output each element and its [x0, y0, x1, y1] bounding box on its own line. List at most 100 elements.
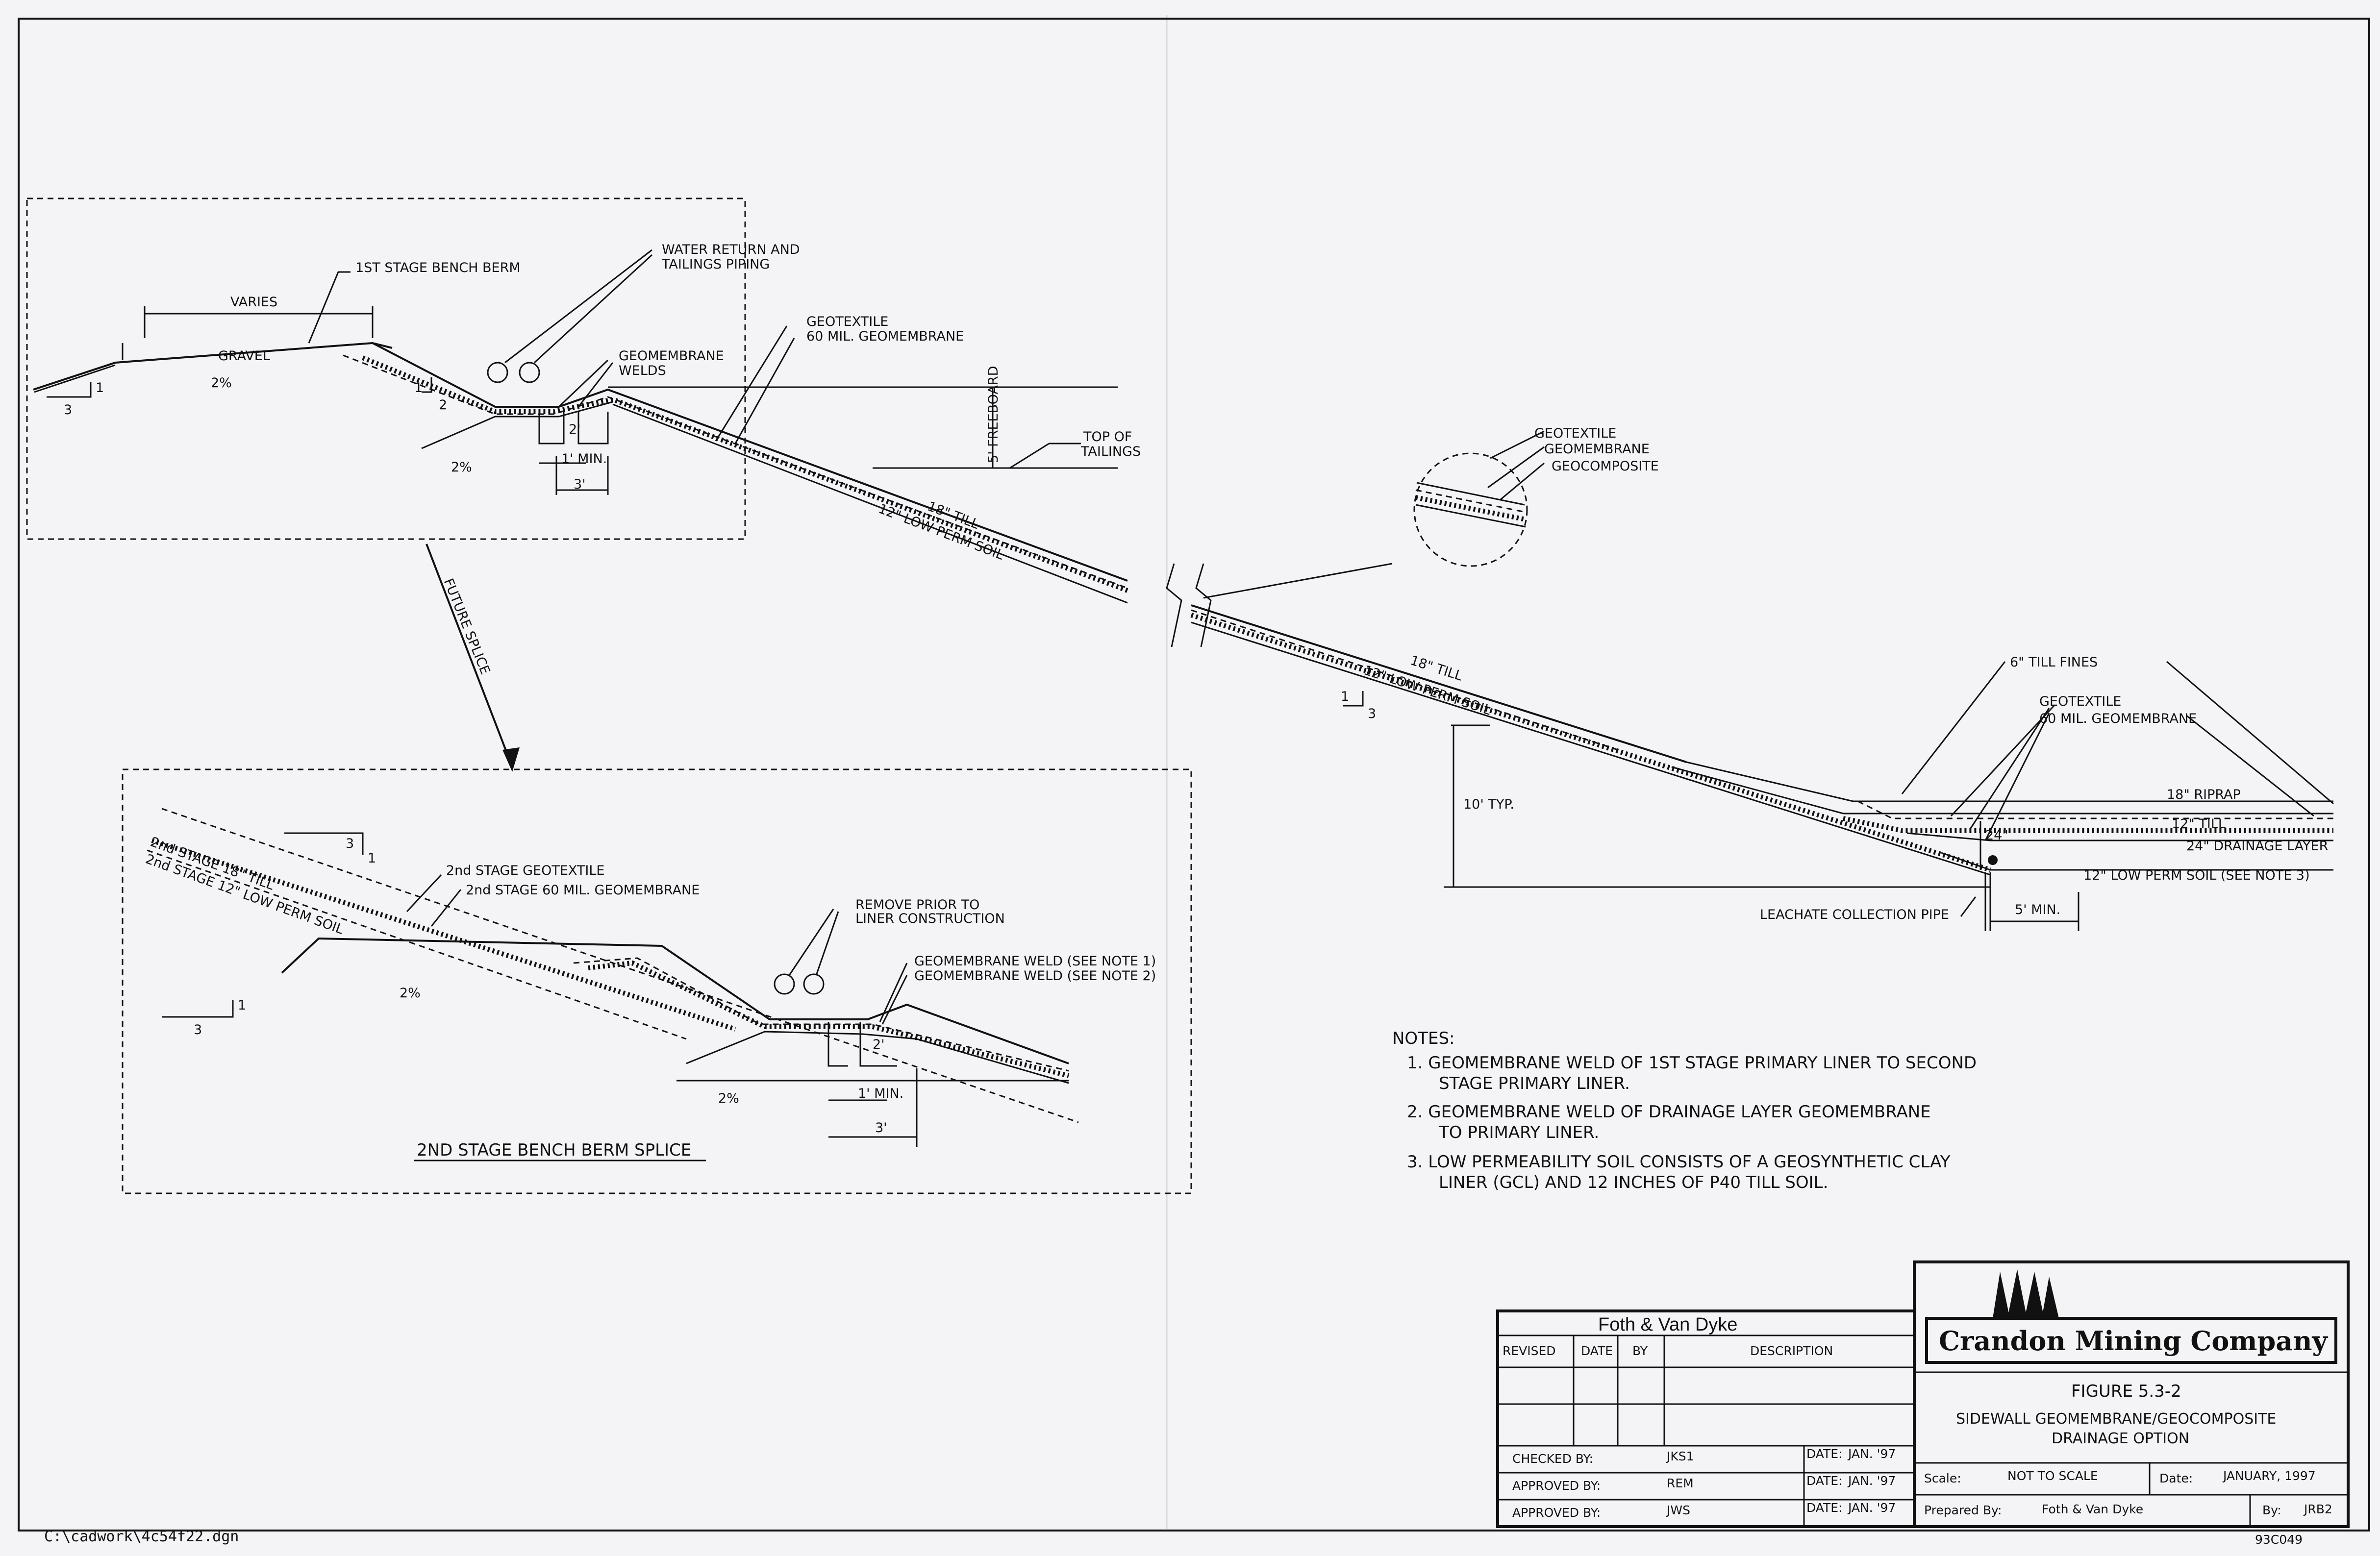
ratio-3-label: 3: [64, 402, 72, 418]
toe-geomembrane-label: 60 MIL. GEOMEMBRANE: [2039, 711, 2197, 726]
col-date: DATE: [1581, 1344, 1613, 1358]
sheet-border: [18, 18, 2370, 1531]
approved-date-label-1: DATE:: [1806, 1474, 1842, 1488]
top-tailings-label-1: TOP OF: [1083, 429, 1132, 445]
ratio-1-label: 1: [96, 380, 104, 395]
remove-prior-label-1: REMOVE PRIOR TO: [855, 897, 979, 913]
figure-title-2: DRAINAGE OPTION: [2052, 1430, 2189, 1447]
figure-title-1: SIDEWALL GEOMEMBRANE/GEOCOMPOSITE: [1956, 1410, 2276, 1428]
slope-2pct-lower-label: 2%: [451, 460, 472, 475]
welds-label-1: GEOMEMBRANE: [619, 348, 724, 364]
approved-by-value-1: REM: [1667, 1476, 1694, 1490]
note-1b: STAGE PRIMARY LINER.: [1439, 1074, 1630, 1093]
splice-dim-2: 2': [873, 1037, 885, 1052]
checked-by-value: JKS1: [1666, 1449, 1694, 1463]
ratio-2-label: 2: [439, 397, 447, 413]
leachate-label: LEACHATE COLLECTION PIPE: [1760, 907, 1949, 922]
bench-berm-label: 1ST STAGE BENCH BERM: [355, 260, 521, 275]
toe-geotextile-label: GEOTEXTILE: [2039, 694, 2121, 709]
varies-label: VARIES: [230, 295, 277, 310]
checked-date-value: JAN. '97: [1847, 1447, 1896, 1461]
water-return-label-2: TAILINGS PIPING: [661, 257, 770, 272]
ratio-3-main: 3: [1368, 706, 1376, 721]
ratio-1b-label: 1: [414, 380, 423, 395]
approved-by-label-2: APPROVED BY:: [1512, 1506, 1601, 1520]
toe-detail-geometry: [1444, 661, 2334, 931]
scale-label: Scale:: [1924, 1471, 1961, 1485]
min5-label: 5' MIN.: [2015, 902, 2060, 917]
typ-label: 10' TYP.: [1463, 797, 1514, 812]
circle-detail-layers: [1203, 430, 1545, 599]
future-splice-arrow: [426, 543, 513, 767]
note-2b: TO PRIMARY LINER.: [1438, 1123, 1599, 1142]
splice-geomembrane-label: 2nd STAGE 60 MIL. GEOMEMBRANE: [466, 883, 700, 898]
riprap-label: 18" RIPRAP: [2167, 787, 2241, 802]
col-description: DESCRIPTION: [1750, 1344, 1833, 1358]
till-12-label: 12" TILL: [2172, 816, 2226, 832]
company-logo: [1993, 1269, 2059, 1318]
circle-geocomposite: GEOCOMPOSITE: [1552, 459, 1659, 474]
approved-by-label-1: APPROVED BY:: [1512, 1479, 1601, 1493]
firm-name: Foth & Van Dyke: [1598, 1314, 1737, 1335]
splice-slope-2pct: 2%: [400, 986, 421, 1001]
freeboard-label: 5' FREEBOARD: [986, 366, 1001, 463]
by-label: By:: [2262, 1503, 2281, 1517]
top-detail-frame: [26, 198, 746, 540]
future-splice-arrowhead: [502, 747, 520, 772]
splice-ratio-3: 3: [346, 836, 354, 851]
splice-dim-3: 3': [875, 1120, 887, 1136]
main-slope-lower: [1166, 563, 1991, 876]
by-value: JRB2: [2303, 1502, 2332, 1516]
dim-3-label: 3': [574, 477, 586, 492]
dim-24-label: 24": [1985, 828, 2008, 843]
geomembrane-label: 60 MIL. GEOMEMBRANE: [806, 329, 964, 344]
note-3b: LINER (GCL) AND 12 INCHES OF P40 TILL SO…: [1439, 1173, 1828, 1192]
ratio-1-main: 1: [1341, 689, 1349, 704]
notes-block: NOTES: 1. GEOMEMBRANE WELD OF 1ST STAGE …: [1392, 1029, 1977, 1192]
circle-detail: [1413, 452, 1528, 567]
geotextile-label: GEOTEXTILE: [806, 314, 888, 329]
top-detail-geometry: [33, 249, 1128, 604]
col-revised: REVISED: [1503, 1344, 1556, 1358]
splice-ratio-1: 1: [368, 851, 376, 866]
date2-value: JANUARY, 1997: [2222, 1469, 2316, 1483]
drawing-number: 93C049: [2255, 1532, 2303, 1547]
splice-detail-frame: [122, 768, 1192, 1194]
scale-value: NOT TO SCALE: [2007, 1469, 2098, 1483]
splice-geotextile-label: 2nd STAGE GEOTEXTILE: [446, 863, 604, 878]
prepared-value: Foth & Van Dyke: [2042, 1502, 2143, 1516]
file-path: C:\cadwork\4c54f22.dgn: [44, 1528, 239, 1545]
checked-date-label: DATE:: [1806, 1447, 1842, 1461]
title-block: [1496, 1260, 2350, 1528]
approved-date-label-2: DATE:: [1806, 1501, 1842, 1515]
approved-date-value-1: JAN. '97: [1847, 1474, 1896, 1488]
slope-2pct-label: 2%: [211, 375, 232, 391]
remove-prior-label-2: LINER CONSTRUCTION: [855, 911, 1005, 926]
future-splice-label: FUTURE SPLICE: [441, 576, 493, 677]
splice-detail-geometry: [147, 808, 1079, 1161]
splice-ratio-1b: 1: [238, 998, 246, 1013]
splice-title: 2ND STAGE BENCH BERM SPLICE: [417, 1140, 691, 1160]
drainage-label: 24" DRAINAGE LAYER: [2186, 839, 2328, 854]
note-3a: 3. LOW PERMEABILITY SOIL CONSISTS OF A G…: [1407, 1152, 1951, 1172]
till-fines-label: 6" TILL FINES: [2010, 655, 2098, 670]
dim-1min-label: 1' MIN.: [561, 451, 607, 467]
date2-label: Date:: [2159, 1471, 2193, 1485]
gravel-label: GRAVEL: [218, 348, 270, 364]
circle-geotextile: GEOTEXTILE: [1534, 426, 1616, 441]
splice-ratio-3b: 3: [194, 1022, 202, 1037]
weld-note1-label: GEOMEMBRANE WELD (SEE NOTE 1): [914, 954, 1156, 969]
figure-number: FIGURE 5.3-2: [2071, 1382, 2181, 1401]
water-return-label-1: WATER RETURN AND: [662, 242, 800, 257]
notes-heading: NOTES:: [1392, 1029, 1454, 1048]
note-2a: 2. GEOMEMBRANE WELD OF DRAINAGE LAYER GE…: [1407, 1102, 1931, 1122]
company-name: Crandon Mining Company: [1939, 1325, 2329, 1357]
approved-by-value-2: JWS: [1666, 1503, 1690, 1517]
checked-by-label: CHECKED BY:: [1512, 1452, 1593, 1466]
col-by: BY: [1632, 1344, 1648, 1358]
top-tailings-label-2: TAILINGS: [1080, 444, 1141, 459]
splice-slope-2pct-b: 2%: [718, 1091, 739, 1106]
welds-label-2: WELDS: [619, 363, 666, 378]
note-1a: 1. GEOMEMBRANE WELD OF 1ST STAGE PRIMARY…: [1407, 1053, 1977, 1073]
